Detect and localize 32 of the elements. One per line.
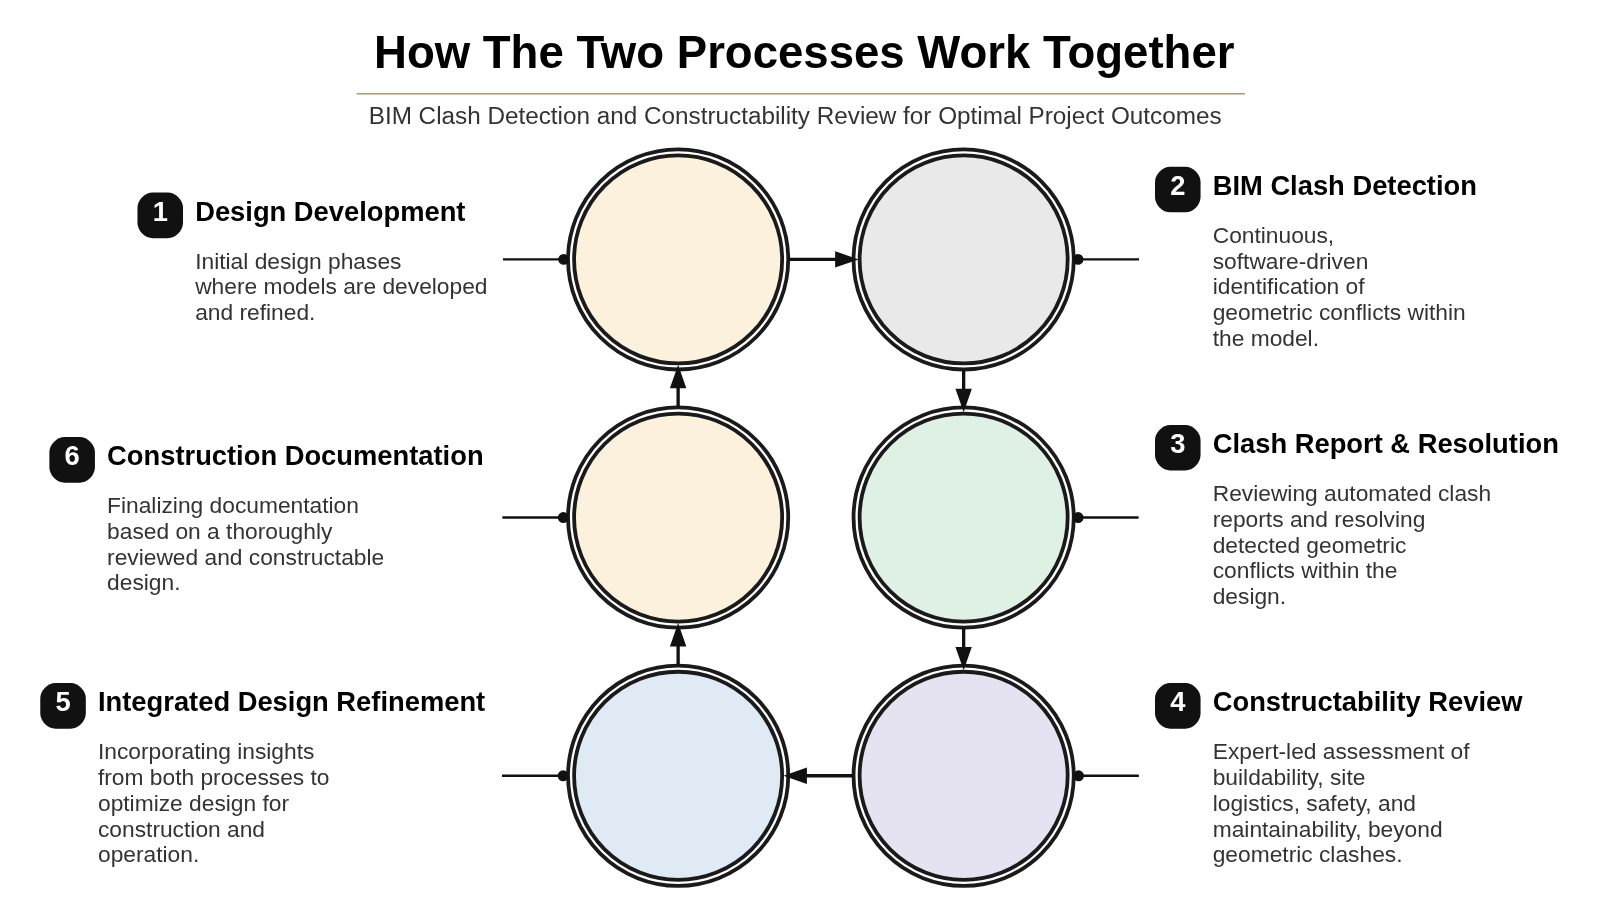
connector: [1073, 770, 1139, 782]
node-label: Reviewing automated clash reports and resolving detected geometric conflicts within the design.: [1212, 479, 1492, 610]
node-label: Expert-led assessment of buildability, site logistics, safety, and maintainability, beyond geometric clashes.: [1212, 738, 1470, 868]
node-label: Continuous, software-driven identification of geometric conflicts within the model.: [1212, 221, 1466, 351]
arrow: [669, 364, 687, 408]
connector: [502, 770, 569, 782]
arrow: [955, 628, 972, 671]
node-label: BIM Clash Detection: [1212, 169, 1477, 201]
connector: [503, 253, 570, 265]
node-label: Design Development: [195, 195, 466, 227]
node-picture: [566, 147, 791, 372]
diagram-title: How The Two Processes Work Together: [374, 27, 1235, 79]
node-label: Constructability Review: [1212, 686, 1523, 718]
node-label: Construction Documentation: [107, 440, 484, 472]
node-label: Integrated Design Refinement: [97, 686, 486, 718]
node-label: Clash Report & Resolution: [1212, 427, 1559, 459]
caption: BIM Clash Detection and Constructability Review for Optimal Project Outcomes: [368, 101, 1222, 129]
node-picture: [851, 147, 1076, 372]
node-picture: [851, 663, 1076, 888]
node-picture: [851, 405, 1076, 630]
node-label: Finalizing documentation based on a thoroughly reviewed and constructable design.: [107, 492, 385, 596]
connector: [502, 512, 569, 524]
connector: [1072, 253, 1140, 265]
node-picture: [566, 405, 791, 630]
arrow: [788, 251, 859, 268]
node-picture: [566, 663, 791, 888]
arrow: [955, 369, 972, 413]
arrow: [783, 767, 854, 784]
node-label: Initial design phases where models are developed and refined.: [195, 247, 488, 326]
connector: [1072, 512, 1139, 524]
node-label: Incorporating insights from both processes to optimize design for construction and operation.: [97, 738, 330, 868]
arrow: [669, 623, 687, 666]
